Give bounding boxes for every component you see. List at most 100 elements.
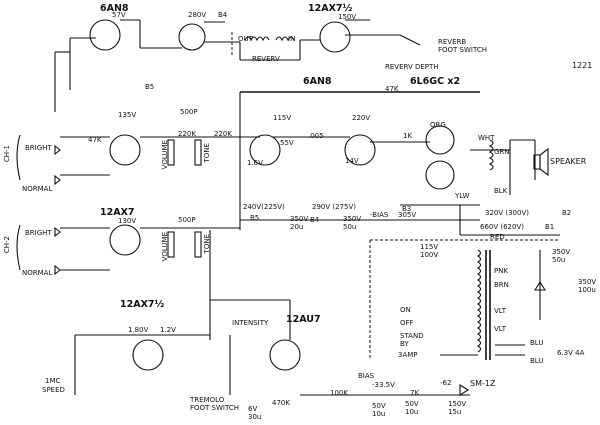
tube-6an8-top-b [178, 23, 206, 51]
tube-label-12au7: 12AU7 [286, 314, 321, 325]
out-label: OUT [238, 35, 253, 43]
reverb-coil-in [275, 36, 295, 42]
tone2-label: TONE [203, 234, 211, 254]
b3-label: B3 [402, 205, 412, 213]
vlt-label-b: VLT [494, 325, 507, 333]
tube-6l6gc-b [425, 160, 455, 190]
volume1-pot [167, 139, 175, 166]
cap-350v-100u: 350V 100u [578, 278, 597, 294]
bright2-label: BRIGHT [25, 229, 52, 237]
power-transformer-primary [476, 249, 482, 353]
b1-label: B1 [545, 223, 555, 231]
volume2-label: VOLUME [161, 232, 169, 262]
voltage-57v: 57V [112, 11, 126, 19]
off-label: OFF [400, 319, 414, 327]
b5-label: B5 [145, 83, 155, 91]
speaker-cone [539, 147, 549, 177]
wire [399, 34, 421, 46]
bright1-label: BRIGHT [25, 144, 52, 152]
voltage-290v: 290V (275V) [312, 203, 356, 211]
tube-12au7 [269, 339, 301, 371]
cap-350v-50u: 350V 50u [343, 215, 362, 231]
blu-label: BLU [530, 339, 544, 347]
tone2-pot [194, 231, 202, 258]
voltage-305v: 305V [398, 211, 417, 219]
ch2-bracket [16, 224, 21, 271]
voltage-neg33: -33.5V [372, 381, 395, 389]
reverb-depth-label: REVERV DEPTH [385, 63, 439, 71]
voltage-150v: 150V [338, 13, 357, 21]
normal2-label: NORMAL [22, 269, 53, 277]
cap-50v-10u: 50V 10u [405, 400, 419, 416]
tone1-pot [194, 139, 202, 166]
tone1-label: TONE [203, 143, 211, 163]
tube-6l6gc-a [425, 125, 455, 155]
voltage-220v: 220V [352, 114, 371, 122]
ac-voltage-label: 115V 100V [420, 243, 439, 259]
voltage-1-2v: 1.2V [160, 326, 176, 334]
voltage-1-6v: 1.6V [247, 159, 263, 167]
bias-label-b: BIAS [358, 372, 375, 380]
voltage-320v: 320V (300V) [485, 209, 529, 217]
cap-6v-30u: 6V 30u [248, 405, 262, 421]
voltage-neg62: -62 [440, 379, 452, 387]
cap-50v-10u-b: 50V 10u [372, 402, 386, 418]
volume2-pot [167, 231, 175, 258]
red-label: RED [490, 233, 505, 241]
tube-12ax7-ch1 [109, 134, 141, 166]
resistor-47k-ch1: 47K [88, 136, 102, 144]
standby-label: STAND BY [400, 332, 424, 348]
reverb-coil-out [244, 36, 270, 42]
voltage-135v: 135V [118, 111, 137, 119]
in-label: IN [288, 35, 296, 43]
pnk-label: PNK [494, 267, 509, 275]
speed-label: SPEED [42, 386, 65, 394]
rectifier-label: SM-1Z [470, 379, 496, 388]
jack-icon [54, 144, 61, 156]
resistor-7k: 7K [410, 389, 420, 397]
b4-label: B4 [218, 11, 228, 19]
reverb-footswitch-label: REVERB FOOT SWITCH [438, 38, 487, 54]
voltage-240v: 240V(225V) [243, 203, 285, 211]
intensity-label: INTENSITY [232, 319, 269, 327]
b4-label-mid: B4 [310, 216, 320, 224]
ylw-label: YLW [455, 192, 470, 200]
grn-label: GRN [494, 148, 510, 156]
speed-pot-label: 1MC [45, 377, 61, 385]
tube-label-12ax7-half-top: 12AX7½ [308, 3, 353, 14]
org-label: ORG [430, 121, 446, 129]
tube-6an8-mid-a [249, 134, 281, 166]
cap-350v-20u: 350V 20u [290, 215, 309, 231]
diode-sm1z-icon [459, 384, 470, 396]
volume1-label: VOLUME [161, 140, 169, 170]
blk-label: BLK [494, 187, 508, 195]
tube-label-6an8-top: 6AN8 [100, 3, 129, 14]
b5-label-mid: B5 [250, 214, 260, 222]
speaker-label: SPEAKER [550, 157, 587, 166]
voltage-55v: 55V [280, 139, 294, 147]
resistor-220k-ch1: 220K [178, 130, 196, 138]
cap-350v-50u-b: 350V 50u [552, 248, 571, 264]
voltage-660v: 660V (620V) [480, 223, 524, 231]
tube-12ax7-half-bot [132, 339, 164, 371]
tube-label-12ax7-half-bot: 12AX7½ [120, 299, 165, 310]
ch1-bracket [16, 134, 21, 181]
brn-label: BRN [494, 281, 509, 289]
cap-005: .005 [308, 132, 324, 140]
voltage-1-80v: 1.80V [128, 326, 149, 334]
heater-label: 6.3V 4A [557, 349, 585, 357]
cap-150v-15u: 150V 15u [448, 400, 467, 416]
ch1-label: CH-1 [3, 145, 11, 163]
jack-icon [54, 264, 61, 276]
figure-number: 1221 [572, 61, 593, 70]
reverb-unit-label: REVERV [252, 55, 280, 63]
resistor-47k: 47K [385, 85, 399, 93]
jack-icon [54, 174, 61, 186]
voltage-280v: 280V [188, 11, 207, 19]
tube-label-6l6gc: 6L6GC x2 [410, 76, 461, 87]
normal1-label: NORMAL [22, 185, 53, 193]
output-transformer [488, 139, 494, 171]
fuse-label: 3AMP [398, 351, 418, 359]
